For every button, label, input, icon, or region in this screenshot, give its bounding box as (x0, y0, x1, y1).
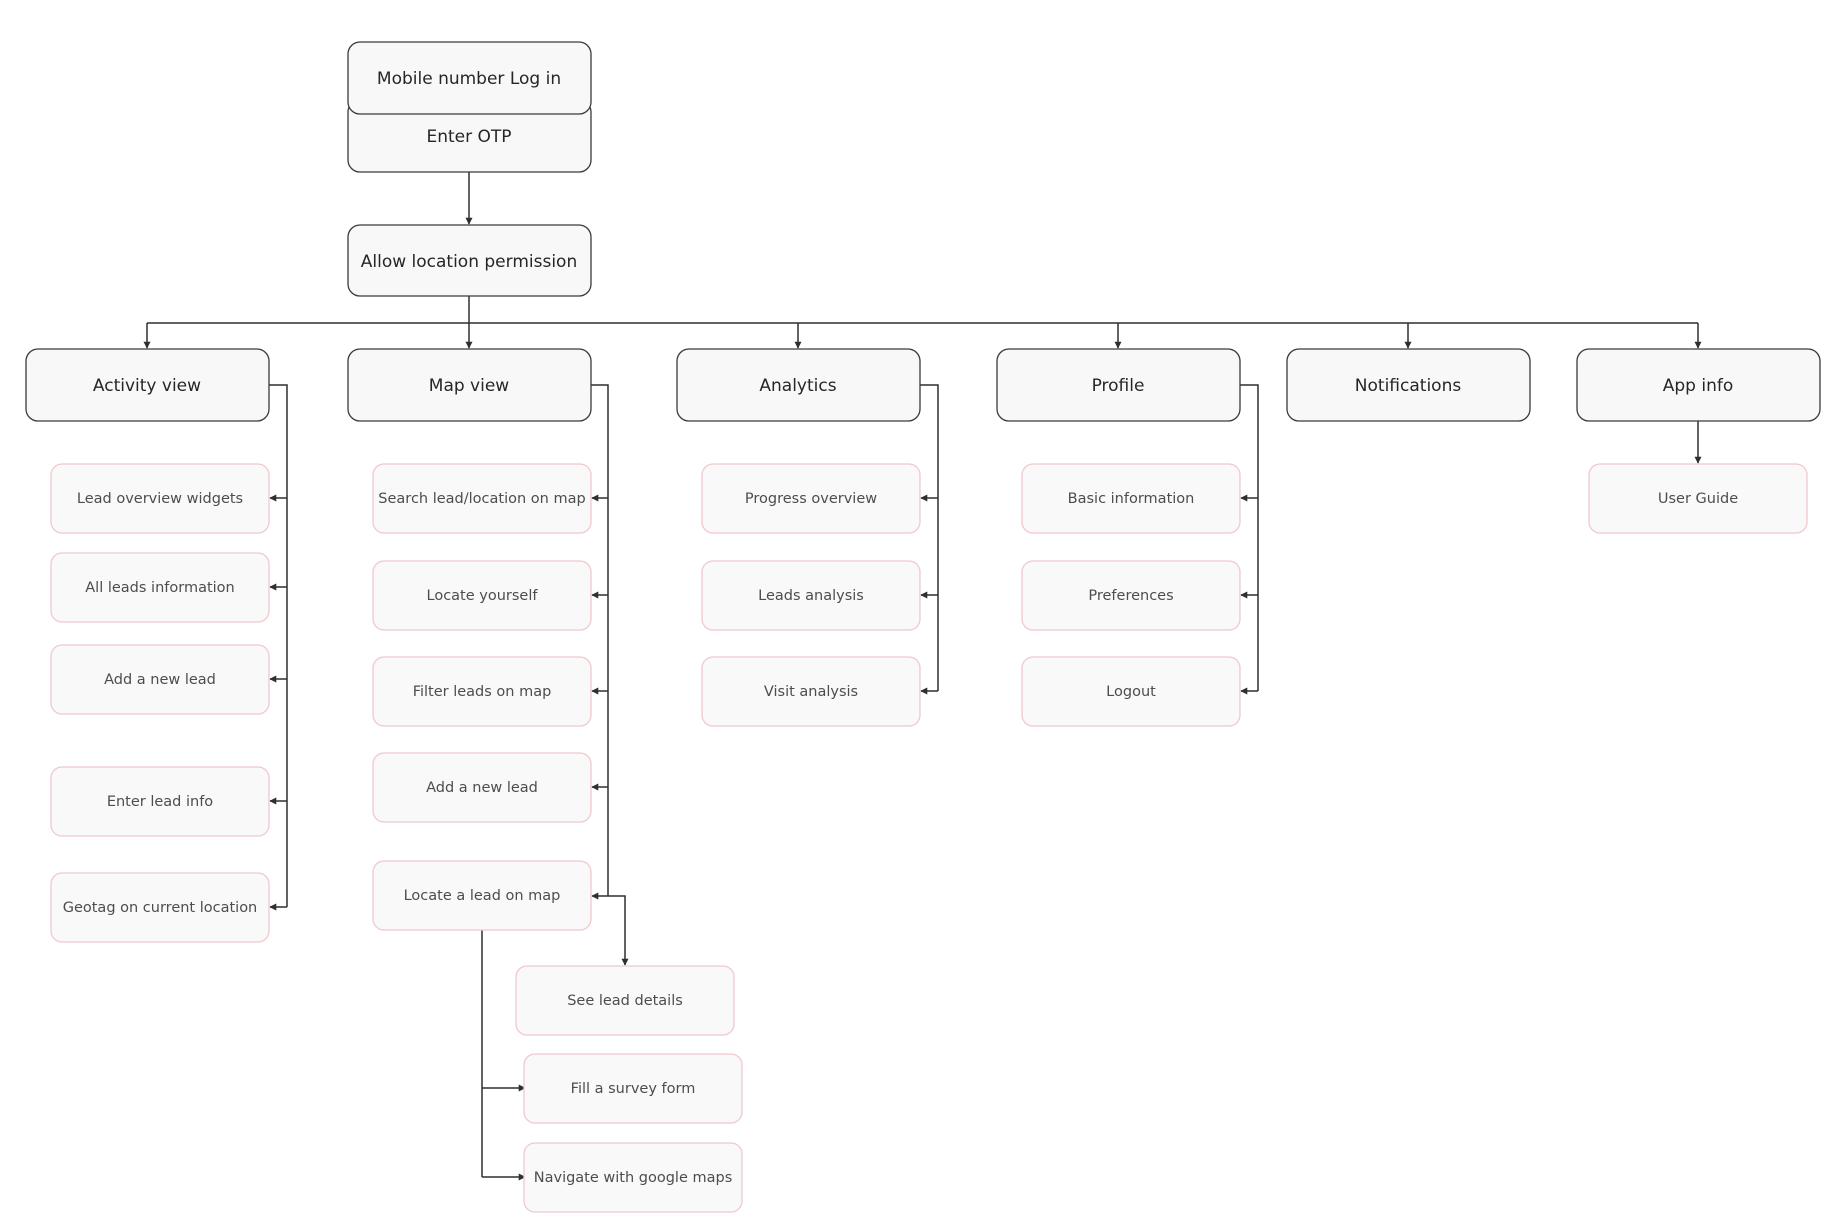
lead-action-label: See lead details (567, 993, 683, 1009)
map-item-label: Search lead/location on map (378, 491, 585, 507)
activity-item-add-lead[interactable]: Add a new lead (50, 644, 270, 715)
map-view-label: Map view (429, 376, 510, 396)
analytics-item-progress[interactable]: Progress overview (701, 463, 921, 534)
appinfo-item-label: User Guide (1658, 491, 1738, 507)
map-item-filter-leads[interactable]: Filter leads on map (372, 656, 592, 727)
profile-node[interactable]: Profile (996, 348, 1241, 422)
activity-item-geotag[interactable]: Geotag on current location (50, 872, 270, 943)
profile-item-label: Logout (1106, 684, 1156, 700)
profile-label: Profile (1092, 376, 1145, 396)
analytics-label: Analytics (759, 376, 836, 396)
lead-action-label: Navigate with google maps (534, 1170, 733, 1186)
profile-item-basic-info[interactable]: Basic information (1021, 463, 1241, 534)
appinfo-item-user-guide[interactable]: User Guide (1588, 463, 1808, 534)
lead-action-see-details[interactable]: See lead details (515, 965, 735, 1036)
analytics-item-visit-analysis[interactable]: Visit analysis (701, 656, 921, 727)
analytics-item-label: Progress overview (745, 491, 877, 507)
enter-otp-node[interactable]: Enter OTP (347, 99, 592, 173)
analytics-item-leads-analysis[interactable]: Leads analysis (701, 560, 921, 631)
activity-item-enter-lead-info[interactable]: Enter lead info (50, 766, 270, 837)
notifications-label: Notifications (1355, 376, 1462, 396)
lead-action-navigate[interactable]: Navigate with google maps (523, 1142, 743, 1213)
map-item-locate-lead[interactable]: Locate a lead on map (372, 860, 592, 931)
map-item-label: Filter leads on map (413, 684, 552, 700)
lead-action-survey-form[interactable]: Fill a survey form (523, 1053, 743, 1124)
activity-item-lead-overview[interactable]: Lead overview widgets (50, 463, 270, 534)
map-item-label: Locate a lead on map (404, 888, 561, 904)
profile-item-label: Preferences (1088, 588, 1173, 604)
connector-activity-spine (269, 384, 288, 907)
analytics-item-label: Visit analysis (764, 684, 858, 700)
activity-view-label: Activity view (93, 376, 201, 396)
location-permission-node[interactable]: Allow location permission (347, 224, 592, 297)
map-item-search[interactable]: Search lead/location on map (372, 463, 592, 534)
enter-otp-label: Enter OTP (426, 127, 511, 147)
app-info-node[interactable]: App info (1576, 348, 1821, 422)
connector-map-spine (591, 384, 609, 896)
notifications-node[interactable]: Notifications (1286, 348, 1531, 422)
activity-item-label: Enter lead info (107, 794, 213, 810)
activity-view-node[interactable]: Activity view (25, 348, 270, 422)
map-item-locate-yourself[interactable]: Locate yourself (372, 560, 592, 631)
analytics-item-label: Leads analysis (758, 588, 864, 604)
map-item-label: Add a new lead (426, 780, 538, 796)
map-view-node[interactable]: Map view (347, 348, 592, 422)
profile-item-logout[interactable]: Logout (1021, 656, 1241, 727)
app-info-label: App info (1663, 376, 1734, 396)
map-item-add-lead[interactable]: Add a new lead (372, 752, 592, 823)
map-item-label: Locate yourself (427, 588, 539, 604)
profile-item-preferences[interactable]: Preferences (1021, 560, 1241, 631)
activity-item-label: Add a new lead (104, 672, 216, 688)
analytics-node[interactable]: Analytics (676, 348, 921, 422)
mobile-login-node[interactable]: Mobile number Log in (347, 41, 592, 115)
mobile-login-label: Mobile number Log in (377, 69, 561, 89)
lead-action-label: Fill a survey form (571, 1081, 696, 1097)
activity-item-label: Lead overview widgets (77, 491, 243, 507)
connector-profile-spine (1240, 384, 1259, 691)
location-permission-label: Allow location permission (361, 252, 577, 272)
activity-item-label: Geotag on current location (63, 900, 258, 916)
profile-item-label: Basic information (1068, 491, 1195, 507)
connectors (143, 172, 1702, 1181)
connector-analytics-spine (920, 384, 939, 691)
connector-locate-to-details (608, 895, 629, 966)
activity-item-all-leads[interactable]: All leads information (50, 552, 270, 623)
activity-item-label: All leads information (85, 580, 234, 596)
